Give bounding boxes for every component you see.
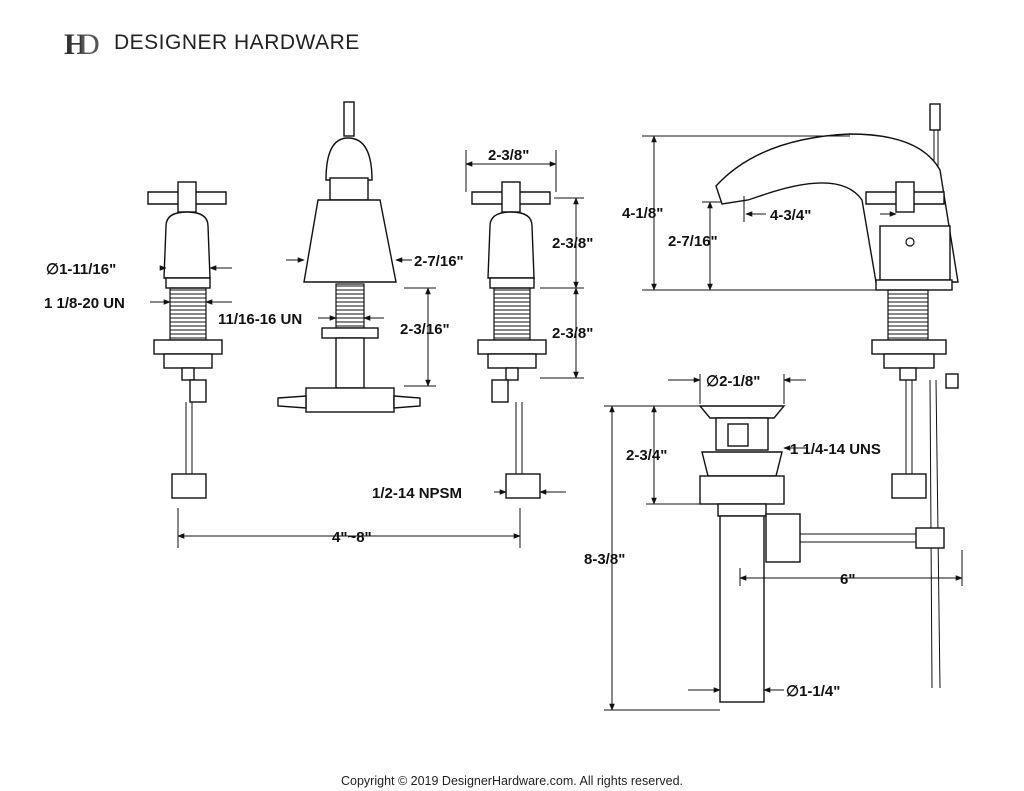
brand-logo: H D	[64, 28, 100, 60]
label-drain-thread: 1 1/4-14 UNS	[790, 441, 881, 458]
label-spout-height: 2-3/16"	[400, 321, 450, 338]
label-drain-flange-height: 2-3/4"	[626, 447, 667, 464]
label-handle-width: 2-3/8"	[488, 147, 529, 164]
label-pop-up-rod: 6"	[840, 571, 855, 588]
drain-drawing	[698, 405, 945, 703]
label-supply-thread: 1/2-14 NPSM	[372, 485, 462, 502]
svg-text:H: H	[64, 28, 87, 60]
dimension-labels: ∅1-11/16" 1 1/8-20 UN 11/16-16 UN 2-7/16…	[44, 147, 881, 700]
label-tailpiece-diameter: ∅1-1/4"	[786, 683, 840, 700]
label-handle-height-lower: 2-3/8"	[552, 325, 593, 342]
svg-text:D: D	[78, 28, 100, 60]
label-handle-height-upper: 2-3/8"	[552, 235, 593, 252]
right-handle-drawing	[471, 181, 551, 499]
left-handle-drawing	[147, 181, 227, 499]
brand-name: DESIGNER HARDWARE	[114, 31, 360, 54]
brand-header: H D DESIGNER HARDWARE	[62, 26, 360, 60]
faucet-side-drawing	[715, 103, 959, 689]
label-handle-diameter: ∅1-11/16"	[46, 261, 116, 278]
label-spout-width: 2-7/16"	[414, 253, 464, 270]
dimension-lines	[150, 135, 963, 711]
label-overall-height: 4-1/8"	[622, 205, 663, 222]
label-spout-clearance: 2-7/16"	[668, 233, 718, 250]
spout-front-drawing	[277, 101, 421, 413]
label-drain-length: 8-3/8"	[584, 551, 625, 568]
label-drain-top-diameter: ∅2-1/8"	[706, 373, 760, 390]
label-spread: 4"~8"	[332, 529, 372, 546]
label-handle-thread: 1 1/8-20 UN	[44, 295, 125, 312]
label-spout-thread: 11/16-16 UN	[218, 311, 302, 328]
copyright: Copyright © 2019 DesignerHardware.com. A…	[341, 774, 683, 788]
label-spout-reach: 4-3/4"	[770, 207, 811, 224]
